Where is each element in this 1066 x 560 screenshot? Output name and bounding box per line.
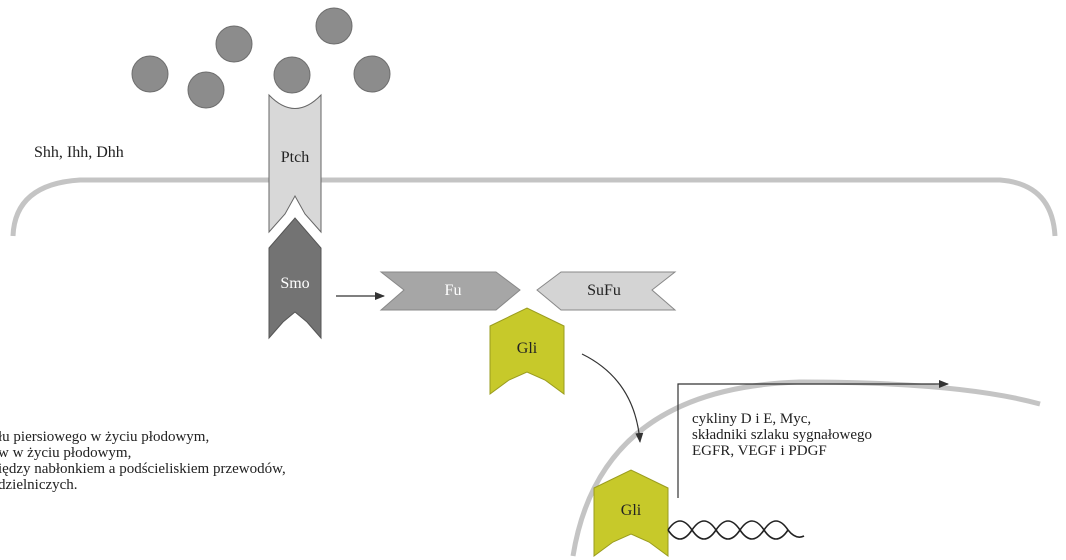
pathway-functions: łu piersiowego w życiu płodowym,w w życi… — [0, 429, 286, 493]
gli-nucleus-label: Gli — [621, 502, 642, 519]
target-genes: cykliny D i E, Myc,składniki szlaku sygn… — [692, 411, 872, 459]
fu-label: Fu — [445, 282, 462, 299]
ptch-label: Ptch — [281, 149, 309, 166]
dna-helix — [667, 520, 805, 540]
ptch-receptor — [268, 93, 322, 234]
target-gene-line: EGFR, VEGF i PDGF — [692, 443, 827, 459]
ligand-molecules — [131, 7, 391, 109]
function-line: łu piersiowego w życiu płodowym, — [0, 429, 209, 445]
sufu-label: SuFu — [587, 282, 621, 299]
ligand-circle — [215, 25, 253, 63]
nuclear-membrane — [570, 379, 1041, 557]
ligand-circle — [131, 55, 169, 93]
function-line: iędzy nabłonkiem a podścieliskiem przewo… — [0, 461, 286, 477]
gli-translocation-arrow — [581, 353, 644, 443]
gli-cytoplasm-label: Gli — [517, 340, 538, 357]
target-gene-line: składniki szlaku sygnałowego — [692, 427, 872, 443]
smo-label: Smo — [280, 275, 309, 292]
function-line: dzielniczych. — [0, 477, 78, 493]
sufu-protein — [536, 271, 677, 311]
cell-membrane — [10, 177, 1058, 237]
function-line: w w życiu płodowym, — [0, 445, 131, 461]
transcription-arrow — [677, 380, 949, 498]
dna-strand-b — [667, 520, 789, 540]
smo-protein — [268, 217, 322, 340]
target-gene-line: cykliny D i E, Myc, — [692, 411, 811, 427]
ligand-circle — [187, 71, 225, 109]
fu-protein — [379, 271, 521, 311]
ligand-circle — [353, 55, 391, 93]
ligand-circle — [315, 7, 353, 45]
gli-nucleus-protein — [593, 469, 669, 557]
gli-cytoplasm-protein — [489, 307, 565, 395]
ligand-label: Shh, Ihh, Dhh — [34, 144, 124, 161]
ligand-circle — [273, 56, 311, 94]
